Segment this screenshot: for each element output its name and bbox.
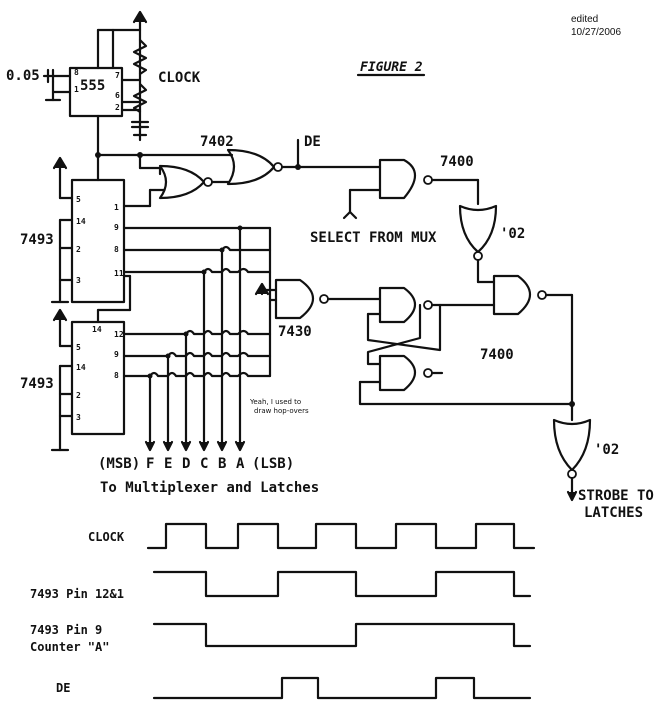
svg-text:2: 2 [76, 391, 81, 400]
counter-lower-label: 7493 [20, 376, 54, 392]
pin9-waveform [152, 622, 532, 648]
counter-7493-upper: 7493 5 14 2 3 1 9 8 11 [20, 156, 126, 304]
hopover-note-1: Yeah, I used to [249, 398, 301, 406]
svg-text:9: 9 [114, 223, 119, 232]
timing-label-counter-a: Counter "A" [30, 640, 109, 654]
nand-gate-7400-top: 7400 SELECT FROM MUX [310, 154, 480, 246]
svg-text:12: 12 [114, 330, 124, 339]
svg-text:8: 8 [114, 371, 119, 380]
arrow-down-icon [144, 440, 156, 452]
output-c: C [200, 456, 208, 472]
arrow-down-icon [198, 440, 210, 452]
svg-text:2: 2 [76, 245, 81, 254]
output-a: A [236, 456, 245, 472]
timing-label-pin9: 7493 Pin 9 [30, 623, 102, 637]
nand-gate-7430: 7430 [254, 278, 382, 340]
arrow-down-icon [162, 440, 174, 452]
arrow-down-icon [180, 440, 192, 452]
svg-text:14: 14 [76, 217, 86, 226]
svg-text:9: 9 [114, 350, 119, 359]
resistor-2-icon [132, 82, 148, 114]
nor-02-bottom-icon [552, 418, 592, 472]
svg-text:1: 1 [114, 203, 119, 212]
clock-waveform [146, 522, 536, 550]
vcc-arrow-icon [52, 156, 68, 170]
vcc-arrow-icon [132, 10, 148, 24]
nor-gate-02-top: '02 [458, 204, 525, 284]
timer-pin-2: 2 [115, 103, 120, 112]
resistor-1-icon [132, 38, 148, 76]
counter-7493-lower: 7493 5 14 2 3 14 12 9 8 [20, 308, 126, 452]
latch-7400: 7400 [358, 286, 574, 406]
timer-pin-7: 7 [115, 71, 120, 80]
timer-555: 555 8 1 7 6 2 CLOCK 0.05 [6, 10, 201, 157]
timer-pin-6: 6 [115, 91, 120, 100]
latch-nand-1-icon [378, 286, 417, 324]
arrow-down-icon [566, 490, 578, 502]
timing-label-clock: CLOCK [88, 530, 125, 544]
nor-gate-02-bottom: '02 STROBE TO LATCHES [552, 418, 654, 521]
svg-text:5: 5 [76, 343, 81, 352]
gate-02-label-top: '02 [500, 226, 525, 242]
timing-diagram: CLOCK 7493 Pin 12&1 7493 Pin 9 Counter "… [30, 522, 536, 700]
svg-text:3: 3 [76, 413, 81, 422]
msb-label: (MSB) [98, 456, 140, 472]
svg-text:14: 14 [92, 325, 102, 334]
svg-text:5: 5 [76, 195, 81, 204]
svg-text:11: 11 [114, 269, 124, 278]
outputs-caption: To Multiplexer and Latches [100, 480, 319, 496]
arrow-down-icon [234, 440, 246, 452]
gate-7400-label-top: 7400 [440, 154, 474, 170]
nor-gate-1-icon [158, 164, 206, 200]
strobe-label-1: STROBE TO [578, 488, 654, 504]
strobe-label-2: LATCHES [584, 505, 643, 521]
nor-gate-2-icon [226, 148, 276, 186]
svg-text:3: 3 [76, 276, 81, 285]
svg-text:8: 8 [114, 245, 119, 254]
gate-7400-label-latch: 7400 [480, 347, 514, 363]
cap-value: 0.05 [6, 68, 40, 84]
counter-upper-label: 7493 [20, 232, 54, 248]
select-arrow-icon [342, 210, 358, 220]
figure-title: FIGURE 2 [360, 60, 423, 75]
timer-pin-1: 1 [74, 85, 79, 94]
nand-final-icon [492, 274, 532, 316]
de-waveform [152, 676, 532, 700]
counter-upper-body [70, 178, 126, 304]
counter-bus [122, 225, 272, 452]
arrow-down-icon [216, 440, 228, 452]
latch-nand-2-icon [378, 354, 417, 392]
nand-7430-icon [274, 278, 315, 320]
svg-text:14: 14 [76, 363, 86, 372]
timing-label-de: DE [56, 681, 70, 695]
hopover-note-2: draw hop-overs [254, 407, 309, 415]
output-d: D [182, 456, 190, 472]
clock-label: CLOCK [158, 70, 201, 86]
edited-date: 10/27/2006 [571, 27, 621, 38]
nor-gate-small [122, 164, 230, 208]
timer-555-label: 555 [80, 78, 105, 94]
timer-pin-8: 8 [74, 68, 79, 77]
nand-gate-icon [378, 158, 417, 200]
gate-7430-label: 7430 [278, 324, 312, 340]
vcc-arrow-icon [52, 308, 68, 322]
gate-02-label-bottom: '02 [594, 442, 619, 458]
edited-note: edited [571, 14, 598, 25]
nor-gate-02-icon [458, 204, 498, 254]
gate-7402-label: 7402 [200, 134, 234, 150]
lsb-label: (LSB) [252, 456, 294, 472]
nor-gate-7402: 7402 DE [200, 134, 382, 186]
de-label-top: DE [304, 134, 321, 150]
output-e: E [164, 456, 172, 472]
timing-label-pin12: 7493 Pin 12&1 [30, 587, 124, 601]
output-f: F [146, 456, 154, 472]
nand-gate-final [492, 274, 575, 422]
output-b: B [218, 456, 226, 472]
select-mux-label: SELECT FROM MUX [310, 230, 437, 246]
pin12-waveform [152, 570, 532, 598]
